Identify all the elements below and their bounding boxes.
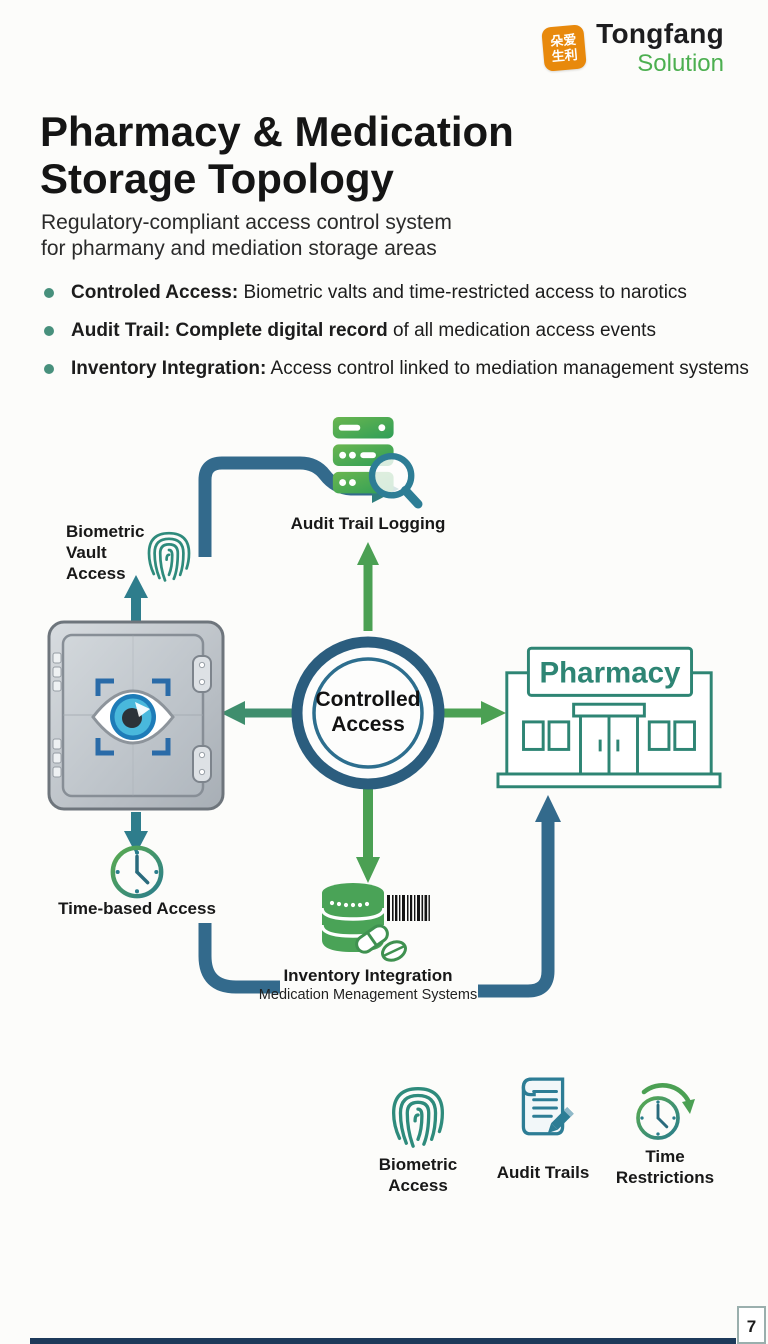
biometric-access-label: Biometric Access xyxy=(378,1155,458,1195)
brand-subname: Solution xyxy=(637,50,724,77)
tongfang-logo: 朵爱 生利 Tongfang Solution xyxy=(541,18,724,77)
bullet-dot-icon xyxy=(44,288,54,298)
page-title-line2: Storage Topology xyxy=(40,155,394,202)
bullet-inventory-integration: Inventory Integration: Access control li… xyxy=(40,358,750,380)
time-restrictions-label: Time Restrictions xyxy=(615,1147,715,1187)
page-subtitle: Regulatory-compliant access control syst… xyxy=(41,210,452,262)
bullet-rest-text: Biometric valts and time-restricted acce… xyxy=(238,282,687,303)
arrowhead-right xyxy=(481,701,506,725)
arrowhead-left xyxy=(221,701,245,725)
biometric-access-icon xyxy=(388,1076,448,1152)
arrowhead-down xyxy=(356,857,380,883)
bullet-dot-icon xyxy=(44,364,54,374)
bullet-bold-text: Inventory Integration: xyxy=(71,358,267,379)
arrowhead-up xyxy=(357,542,379,565)
arrowhead-biometric xyxy=(124,575,148,598)
bullet-rest-text: of all medication access events xyxy=(387,320,656,341)
arrowhead-clock xyxy=(124,831,148,854)
topology-diagram: Audit Trail Logging Biometric Vault Acce… xyxy=(0,395,768,1030)
controlled-access-ring-outer xyxy=(291,636,445,790)
page-title: Pharmacy & Medication Storage Topology xyxy=(40,108,514,202)
inventory-database-icon xyxy=(320,882,432,966)
controlled-access-ring-inner xyxy=(312,657,424,769)
time-based-clock-icon xyxy=(108,843,166,901)
pharmacy-sign-text: Pharmacy xyxy=(540,657,681,690)
logo-badge-chars-bottom: 生利 xyxy=(551,46,579,65)
fingerprint-icon xyxy=(145,522,193,586)
inventory-integration-label: Inventory Integration xyxy=(283,966,453,985)
controlled-access-label: Controlled Access xyxy=(315,688,421,736)
bullet-text: Audit Trail: Complete digital record of … xyxy=(71,320,656,342)
audit-trails-icon xyxy=(510,1072,576,1144)
arrowhead-pharmacy-up xyxy=(535,795,561,822)
feature-bullet-list: Controled Access: Biometric valts and ti… xyxy=(40,282,750,396)
bullet-text: Inventory Integration: Access control li… xyxy=(71,358,749,380)
bullet-audit-trail: Audit Trail: Complete digital record of … xyxy=(40,320,750,342)
bullet-bold-text: Controled Access: xyxy=(71,282,239,303)
audit-trails-label: Audit Trails xyxy=(496,1163,590,1182)
capsule-icon xyxy=(355,924,389,954)
audit-logging-icon xyxy=(325,415,423,511)
bullet-controlled-access: Controled Access: Biometric valts and ti… xyxy=(40,282,750,304)
connector-inventory-to-pharmacy xyxy=(478,820,555,998)
tongfang-logo-icon: 朵爱 生利 xyxy=(541,24,587,72)
footer-bar xyxy=(30,1338,736,1344)
bullet-bold-text: Audit Trail: Complete digital record xyxy=(71,320,388,341)
connector-clock-to-inventory xyxy=(198,923,280,994)
pencil-icon xyxy=(547,1107,574,1134)
brand-name: Tongfang xyxy=(596,18,724,49)
diagram-connectors xyxy=(124,456,561,998)
barcode-icon xyxy=(387,895,430,921)
inventory-integration-sublabel: Medication Menagement Systems xyxy=(258,987,478,1003)
bullet-text: Controled Access: Biometric valts and ti… xyxy=(71,282,687,304)
page-title-line1: Pharmacy & Medication xyxy=(40,108,514,155)
bullet-dot-icon xyxy=(44,326,54,336)
bullet-rest-text: Access control linked to mediation manag… xyxy=(266,358,749,379)
audit-logging-label: Audit Trail Logging xyxy=(290,514,446,533)
pharmacy-building-icon: Pharmacy xyxy=(496,642,722,792)
biometric-vault-label: Biometric Vault Access xyxy=(66,522,145,583)
page-subtitle-line1: Regulatory-compliant access control syst… xyxy=(41,211,452,234)
time-based-access-label: Time-based Access xyxy=(58,899,216,918)
tablet-icon xyxy=(381,940,407,962)
time-restrictions-icon xyxy=(632,1080,698,1144)
biometric-vault-icon xyxy=(46,619,226,812)
page-subtitle-line2: for pharmany and mediation storage areas xyxy=(41,237,437,260)
page-number: 7 xyxy=(737,1306,766,1344)
